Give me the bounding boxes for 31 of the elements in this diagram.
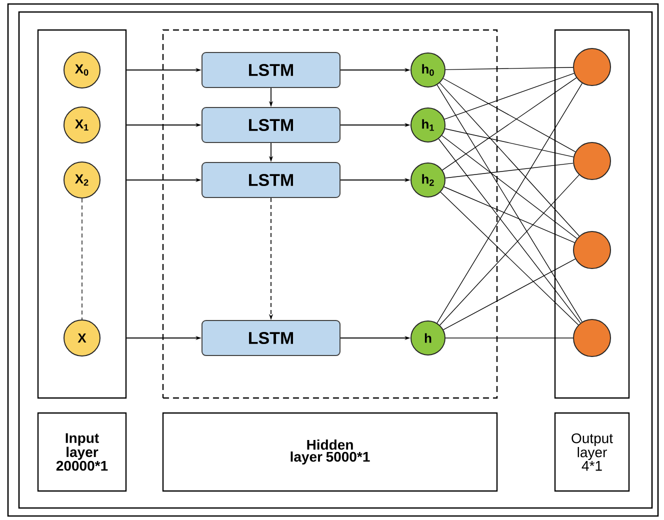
input-neuron: X$_{2}$ (64, 162, 100, 198)
input-neuron: X$_{1}$ (64, 106, 100, 144)
connection-line (444, 128, 574, 158)
connection-line (443, 258, 576, 330)
connection-line (442, 78, 576, 152)
connection-line (445, 162, 574, 178)
layer-label-box: Hidden layer 5000*1 (162, 412, 498, 492)
connection-line (444, 186, 575, 243)
connection-line (438, 138, 581, 324)
input-neuron: X (64, 320, 100, 356)
input-neuron: X$_{0}$ (64, 52, 100, 88)
layer-label-box: Input layer 20000*1 (37, 412, 127, 492)
lstm-box: LSTM (202, 162, 340, 198)
output-neuron (573, 48, 611, 86)
lstm-box: LSTM (202, 52, 340, 88)
output-neuron (573, 231, 611, 269)
connection-line (444, 73, 574, 120)
dashed-frame (162, 29, 498, 399)
hidden-neuron: h$_{2}$ (410, 162, 446, 198)
hidden-neuron: h (410, 320, 446, 356)
output-neuron (573, 142, 611, 180)
connection-line (442, 135, 578, 239)
hidden-neuron: h$_{0}$ (410, 52, 446, 88)
connection-line (442, 77, 577, 170)
lstm-box: LSTM (202, 107, 340, 143)
layer-label-box: Output layer 4*1 (554, 412, 630, 492)
connection-line (439, 82, 580, 236)
hidden-neuron: h$_{1}$ (410, 108, 446, 142)
output-neuron (573, 319, 611, 357)
lstm-box: LSTM (202, 320, 340, 356)
connection-line (445, 67, 574, 70)
